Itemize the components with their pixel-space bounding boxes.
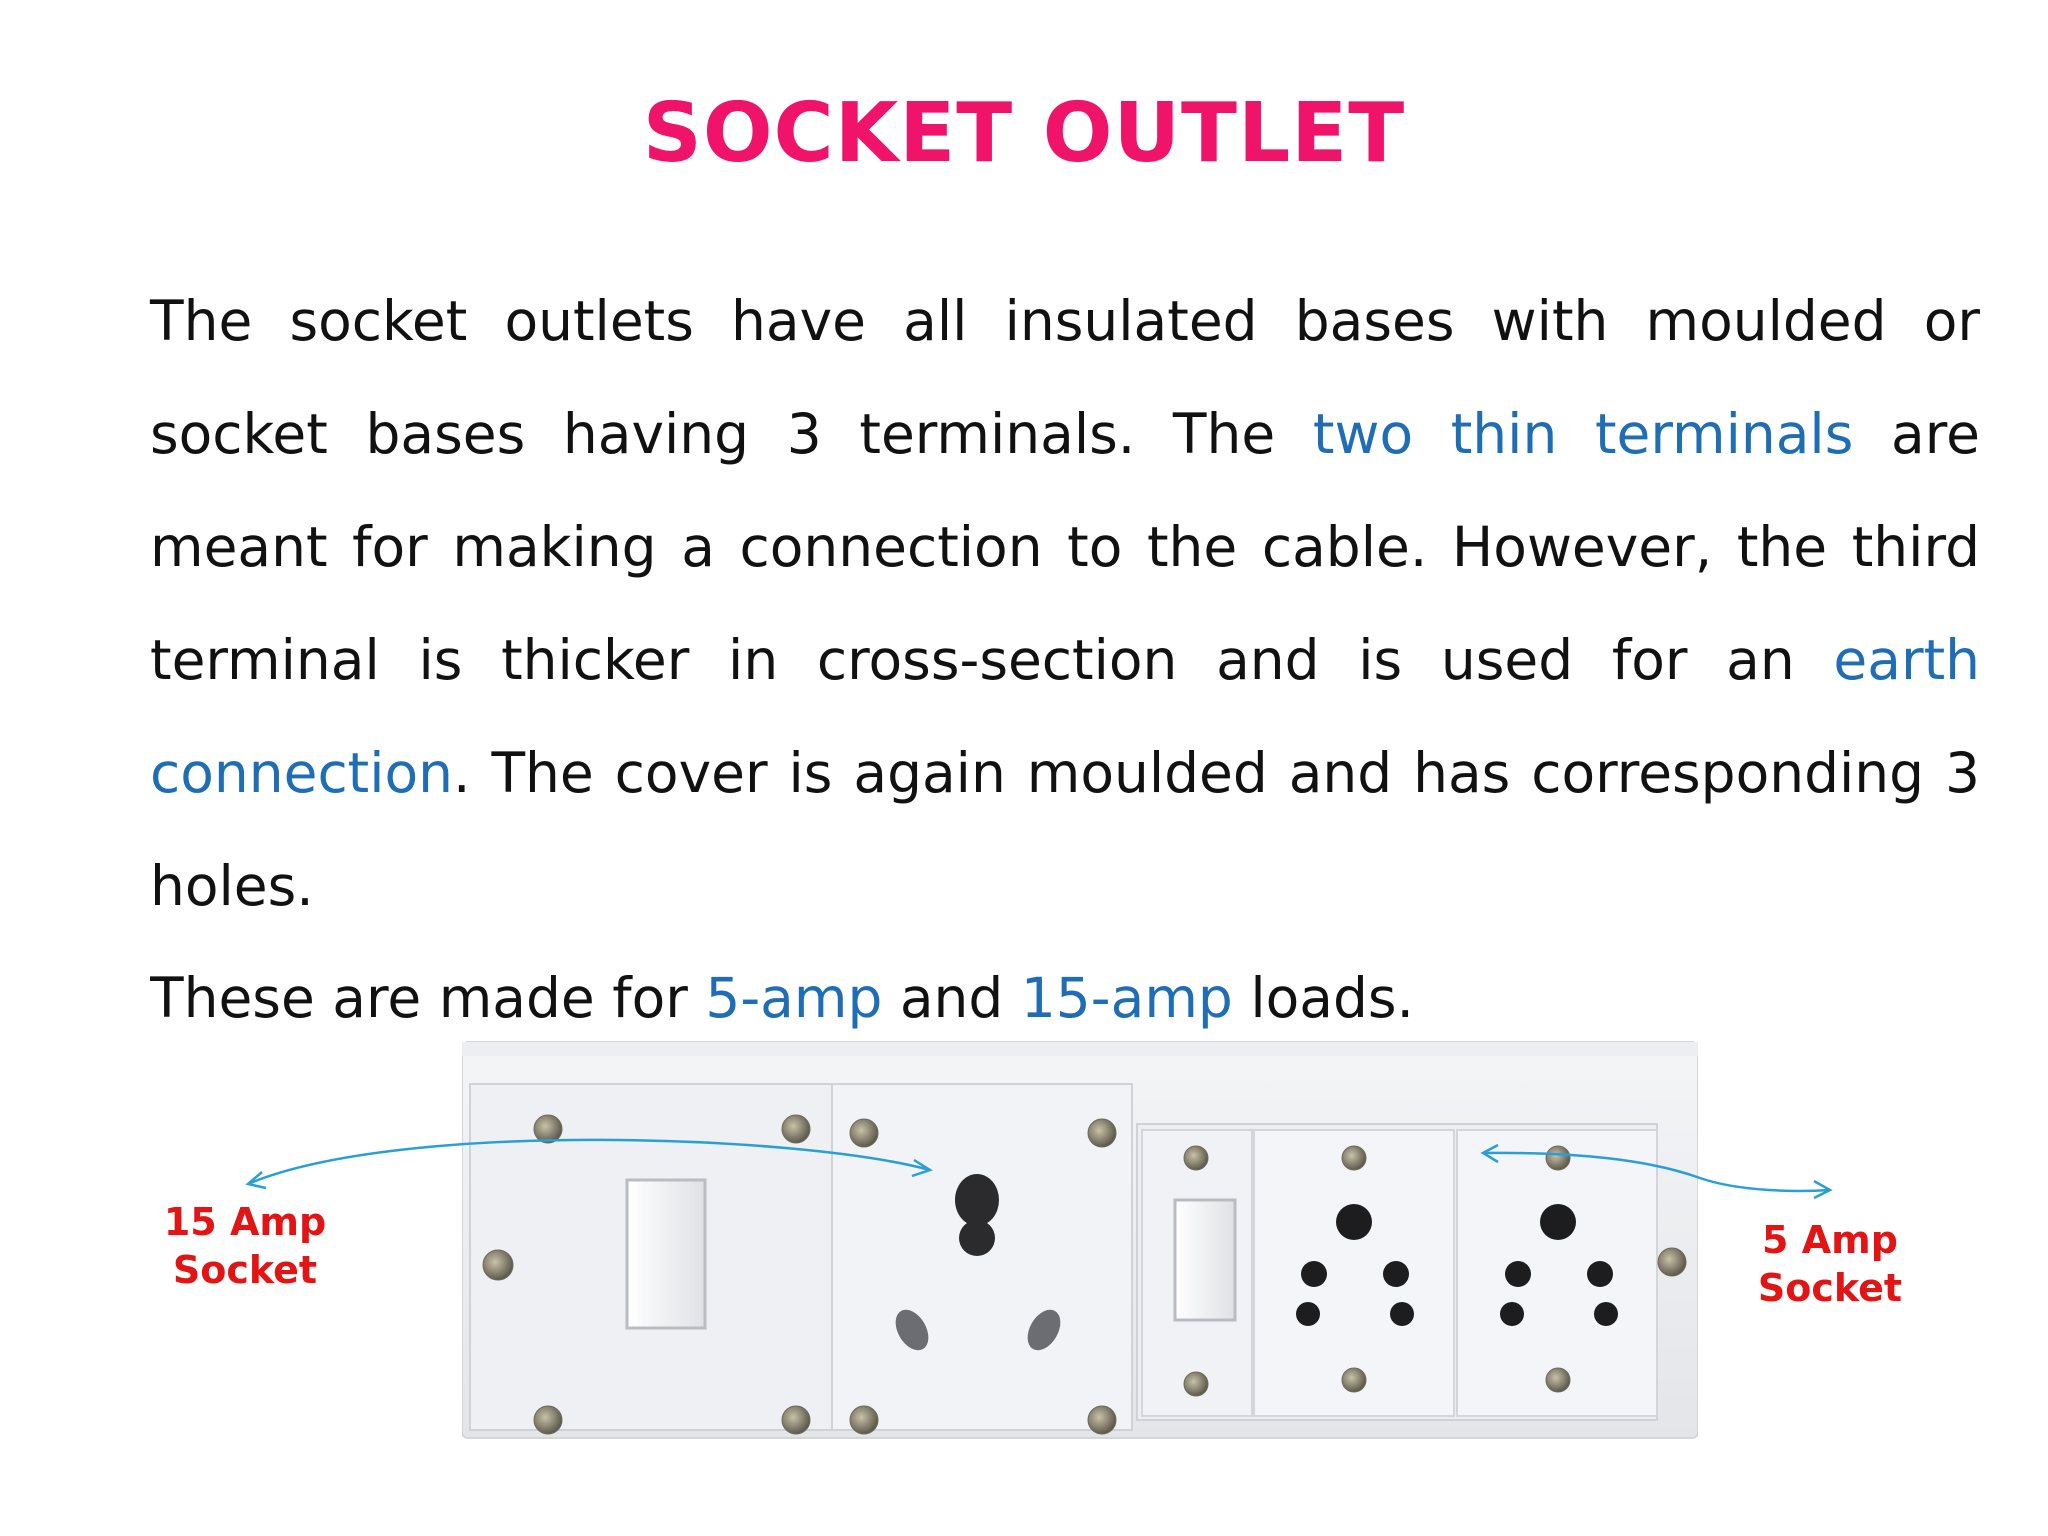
socket-hole <box>1390 1302 1414 1326</box>
description-paragraph: The socket outlets have all insulated ba… <box>150 265 1980 943</box>
highlight-two-thin-terminals: two thin terminals <box>1312 402 1854 466</box>
socket-hole <box>1594 1302 1618 1326</box>
socket-hole <box>1540 1204 1576 1240</box>
pin-hole-15a <box>1027 1309 1061 1351</box>
label-line: Socket <box>1757 1266 1903 1310</box>
arrowhead-left-15a <box>245 1171 267 1190</box>
socket-hole <box>1301 1261 1327 1287</box>
load-text: These are made for <box>150 966 706 1030</box>
paragraph-text: The socket outlets have all insulated ba… <box>150 289 1980 466</box>
arrowhead-right-5a <box>1813 1179 1833 1200</box>
slide-title: SOCKET OUTLET <box>642 86 1406 181</box>
load-rating-line: These are made for 5-amp and 15-amp load… <box>150 942 1980 1032</box>
socket-hole <box>1383 1261 1409 1287</box>
label-5-amp-socket: 5 Amp Socket <box>1752 1216 1908 1312</box>
socket-hole <box>1296 1302 1320 1326</box>
label-line: 15 Amp <box>163 1200 327 1244</box>
socket-hole <box>1505 1261 1531 1287</box>
switchboard-photo <box>462 1041 1698 1439</box>
rocker-switch-5a <box>1173 1198 1237 1322</box>
rocker-switch-15a <box>625 1178 707 1330</box>
socket-hole <box>1587 1261 1613 1287</box>
socket-hole <box>1336 1204 1372 1240</box>
highlight-earth-connection: earth connection <box>150 628 1980 805</box>
socket-hole <box>1500 1302 1524 1326</box>
label-line: 5 Amp <box>1762 1218 1898 1262</box>
screws <box>482 1114 1687 1435</box>
paragraph-text: . The cover is again moulded and has cor… <box>150 741 1980 918</box>
paragraph-text: are meant for making a connection to the… <box>150 402 1980 692</box>
earth-hole-15a <box>955 1174 999 1226</box>
load-text: loads. <box>1232 966 1415 1030</box>
label-line: Socket <box>172 1248 318 1292</box>
pin-hole-15a <box>895 1309 929 1351</box>
label-15-amp-socket: 15 Amp Socket <box>160 1198 330 1294</box>
highlight-15-amp: 15-amp <box>1020 966 1233 1030</box>
load-text: and <box>882 966 1021 1030</box>
highlight-5-amp: 5-amp <box>705 966 883 1030</box>
